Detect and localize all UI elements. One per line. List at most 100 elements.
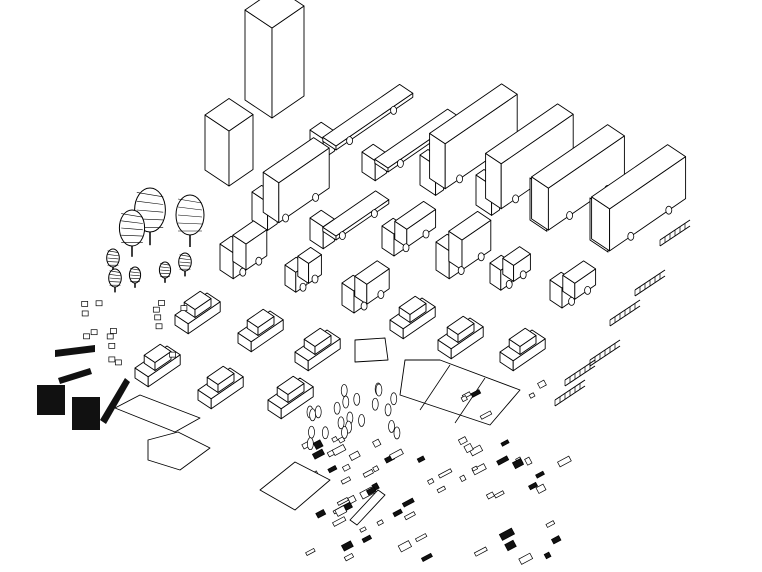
bench-2 bbox=[58, 368, 92, 384]
tree-1-mesh bbox=[107, 257, 119, 260]
tree-large-2-mesh bbox=[121, 234, 143, 237]
van-1-wheel bbox=[239, 267, 247, 277]
small-block bbox=[545, 520, 556, 528]
small-block bbox=[496, 455, 510, 466]
person-figure bbox=[314, 405, 322, 419]
tree-large-1-mesh bbox=[136, 209, 164, 213]
tree-4-crown bbox=[158, 261, 172, 279]
ladder-rack-2 bbox=[564, 359, 596, 387]
person-figure bbox=[321, 426, 329, 440]
ramp-hatched bbox=[100, 378, 130, 424]
small-block bbox=[473, 546, 488, 557]
parking-slab-outline bbox=[399, 359, 521, 426]
pickup-1 bbox=[341, 260, 390, 314]
tree-5 bbox=[178, 252, 192, 277]
car-7-cabin-top bbox=[143, 343, 172, 363]
small-block bbox=[459, 474, 467, 483]
tree-5-mesh bbox=[179, 258, 191, 261]
bus-2-wheel bbox=[665, 205, 673, 215]
ramp-stair bbox=[349, 489, 386, 526]
car-8 bbox=[197, 365, 244, 410]
street-furniture bbox=[81, 301, 89, 307]
small-block bbox=[543, 551, 552, 560]
flatbed-truck-1 bbox=[309, 83, 414, 160]
tree-large-3-mesh bbox=[177, 222, 203, 225]
grille-panel-2 bbox=[72, 397, 100, 430]
tree-1-crown bbox=[106, 248, 120, 268]
small-block bbox=[557, 455, 572, 468]
ladder-rack-6 bbox=[659, 219, 691, 247]
pickup-3-wheel bbox=[584, 285, 591, 295]
person-figure bbox=[333, 401, 341, 415]
small-block bbox=[361, 534, 373, 544]
small-block bbox=[427, 478, 435, 485]
car-6-cabin-top bbox=[508, 327, 537, 347]
car-2-cabin-top bbox=[246, 308, 275, 328]
pickup-1-wheel bbox=[377, 290, 385, 299]
bus-1-wheel bbox=[566, 211, 573, 220]
small-block bbox=[528, 481, 539, 491]
tree-1 bbox=[106, 248, 120, 273]
small-block bbox=[498, 527, 516, 541]
car-2 bbox=[237, 308, 284, 353]
car-3-cabin-top bbox=[303, 327, 332, 347]
small-block bbox=[331, 444, 347, 456]
ladder-rail bbox=[564, 359, 596, 381]
small-truck-1 bbox=[381, 200, 437, 257]
small-block bbox=[332, 516, 347, 527]
tree-large-2-mesh bbox=[121, 220, 143, 224]
small-block bbox=[511, 458, 525, 470]
car-4-cabin-top bbox=[398, 295, 427, 315]
grille-panel-1 bbox=[37, 385, 65, 415]
pickup-2 bbox=[489, 246, 531, 291]
small-block bbox=[397, 540, 413, 553]
person-figure bbox=[340, 384, 348, 397]
small-truck-1-wheel bbox=[422, 229, 430, 239]
tree-2-mesh bbox=[109, 270, 121, 273]
small-block bbox=[518, 552, 534, 565]
small-block bbox=[420, 552, 433, 562]
small-block bbox=[535, 483, 547, 494]
tree-3-crown bbox=[128, 266, 142, 284]
ladder-rack-4 bbox=[609, 299, 641, 327]
small-block bbox=[524, 456, 533, 466]
small-block bbox=[471, 465, 479, 472]
car-9-cabin-top bbox=[276, 375, 305, 395]
box-truck-1-body-top bbox=[429, 83, 518, 145]
box-truck-3-wheel bbox=[312, 192, 320, 202]
tree-large-3 bbox=[175, 194, 205, 247]
small-block bbox=[343, 552, 355, 562]
pickup-1-body-top bbox=[354, 260, 390, 285]
small-block bbox=[340, 540, 354, 552]
small-block bbox=[528, 392, 536, 399]
street-furniture bbox=[155, 323, 163, 330]
van-1-wheel bbox=[255, 256, 263, 266]
platform-pad-1 bbox=[114, 394, 201, 433]
car-5-cabin-top bbox=[446, 315, 475, 335]
tree-2 bbox=[108, 268, 122, 293]
small-block bbox=[470, 389, 482, 398]
tree-3 bbox=[128, 266, 142, 288]
street-furniture bbox=[108, 342, 116, 349]
street-furniture bbox=[81, 310, 89, 317]
bus-2-body-top bbox=[591, 144, 687, 210]
small-block bbox=[401, 497, 415, 508]
person-figure bbox=[384, 403, 392, 417]
tall-container-top bbox=[244, 0, 305, 29]
street-furniture bbox=[169, 351, 176, 358]
small-block bbox=[479, 410, 493, 420]
small-block bbox=[315, 508, 327, 519]
tree-1-mesh bbox=[107, 254, 119, 257]
tree-5-mesh bbox=[179, 261, 191, 264]
car-8-cabin-top bbox=[206, 365, 235, 385]
small-block bbox=[362, 468, 374, 478]
street-furniture bbox=[158, 300, 165, 306]
small-block bbox=[372, 438, 382, 448]
small-block bbox=[493, 490, 505, 499]
tree-2-mesh bbox=[109, 277, 121, 280]
small-block bbox=[389, 448, 404, 461]
bus-1 bbox=[529, 124, 625, 232]
parking-divider bbox=[454, 377, 486, 424]
tree-3-mesh bbox=[130, 274, 140, 277]
